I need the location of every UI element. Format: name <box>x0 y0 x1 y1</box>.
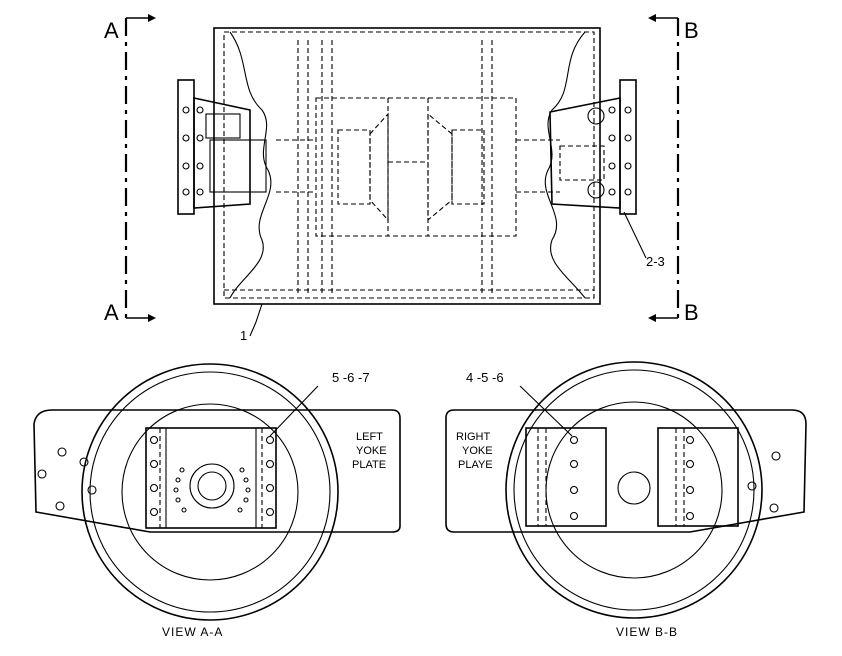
right-yoke-plate <box>619 79 637 215</box>
section-mark-b-top: B <box>684 18 699 43</box>
right-yoke-plate-outline <box>445 409 807 533</box>
view-b-b <box>445 361 807 619</box>
view-a-a <box>33 363 401 621</box>
leader-item-2-3 <box>623 211 647 259</box>
callout-item-1: 1 <box>240 328 247 343</box>
right-mount-block-right <box>657 427 739 527</box>
right-plate-label-line2: YOKE <box>462 445 493 457</box>
left-yoke-plate-outline <box>33 409 401 533</box>
section-mark-a-bottom: A <box>104 300 119 325</box>
left-plate-label-line1: LEFT <box>356 431 383 443</box>
callout-item-2-3: 2-3 <box>646 254 665 269</box>
right-plate-label-line1: RIGHT <box>456 431 491 443</box>
top-elevation-view <box>124 14 680 337</box>
drum-hidden-shell <box>223 31 595 299</box>
right-yoke-bracket <box>549 97 621 209</box>
end-flange-outer-right <box>505 361 763 619</box>
left-plate-label-line2: YOKE <box>356 445 387 457</box>
drum-outline <box>213 27 601 305</box>
callout-item-4-5-6: 4 -5 -6 <box>466 370 504 385</box>
left-yoke-bracket <box>193 97 251 209</box>
view-a-a-caption: VIEW A-A <box>162 625 223 639</box>
callout-item-5-6-7: 5 -6 -7 <box>332 370 370 385</box>
right-plate-label-line3: PLAYE <box>458 459 493 471</box>
left-mount-block <box>145 427 277 529</box>
break-line-left <box>229 31 272 299</box>
section-mark-a-top: A <box>104 18 119 43</box>
view-b-b-caption: VIEW B-B <box>616 625 678 639</box>
leader-item-5-6-7 <box>269 385 319 437</box>
left-plate-label-line3: PLATE <box>352 459 386 471</box>
left-yoke-plate <box>177 79 195 215</box>
right-mount-block-left <box>525 427 607 527</box>
leader-item-1 <box>249 303 263 337</box>
end-flange-outer <box>81 363 339 621</box>
break-line-right <box>544 31 586 299</box>
leader-item-4-5-6 <box>519 385 573 437</box>
motor-housing-hidden <box>315 97 517 237</box>
section-mark-b-bottom: B <box>684 300 699 325</box>
